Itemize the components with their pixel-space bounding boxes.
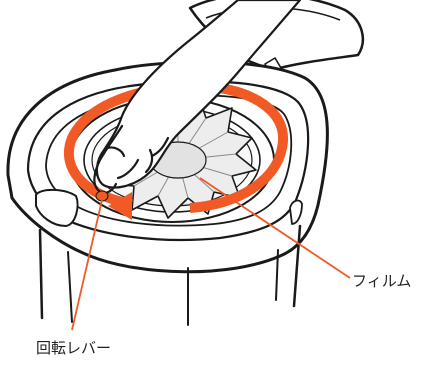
film-label: フィルム [352,272,411,290]
rotate-lever-label: 回転レバー [36,339,111,357]
rotate-lever [96,191,108,201]
